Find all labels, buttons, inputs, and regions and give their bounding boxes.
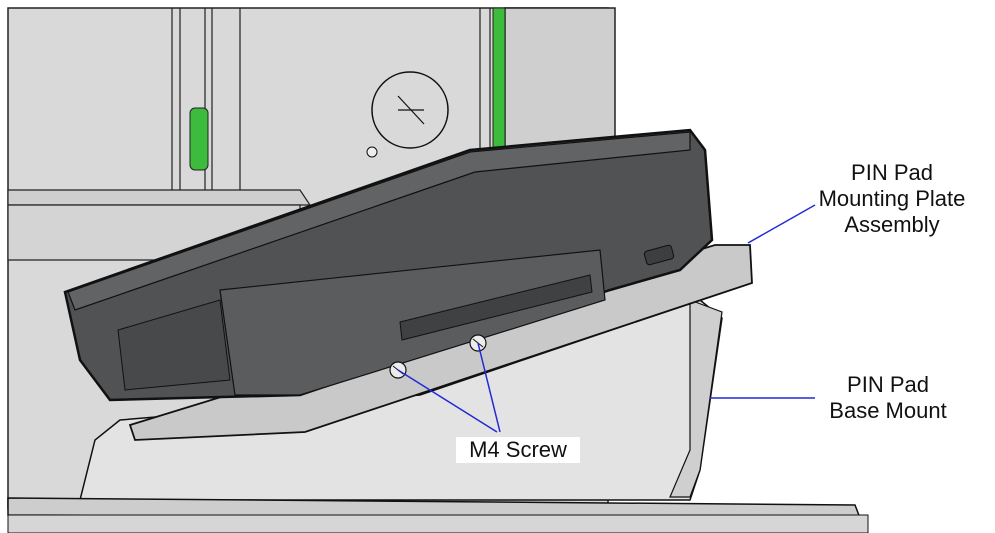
pin-pad-top-face [67, 131, 691, 311]
leader-lines [397, 204, 816, 433]
green-strip-left [189, 107, 209, 171]
callout-base-mount: PIN Pad Base Mount [818, 372, 958, 424]
pin-pad-side-recess [117, 299, 231, 391]
leader-screw-right [477, 342, 501, 433]
small-hole-top [366, 146, 378, 158]
callout-plate-line3: Assembly [844, 212, 940, 237]
base-mount-side [669, 299, 723, 498]
pin-pad-card-slot [399, 274, 593, 341]
callout-mounting-plate-assembly: PIN Pad Mounting Plate Assembly [812, 160, 972, 238]
callout-screw-label: M4 Screw [469, 437, 567, 462]
floor-plate-lower [7, 514, 869, 533]
callout-base-line2: Base Mount [829, 398, 947, 423]
callout-m4-screw: M4 Screw [456, 437, 580, 463]
knockout-circle [371, 71, 449, 149]
callout-plate-line2: Mounting Plate [818, 186, 966, 211]
callout-base-line1: PIN Pad [847, 372, 929, 397]
pin-pad-port [643, 244, 675, 266]
rear-bracket [7, 189, 312, 206]
leader-screw-left [397, 369, 498, 433]
leader-plate [747, 204, 816, 244]
vertical-rails [171, 8, 491, 200]
green-strip-right [492, 7, 506, 159]
callout-plate-line1: PIN Pad [851, 160, 933, 185]
